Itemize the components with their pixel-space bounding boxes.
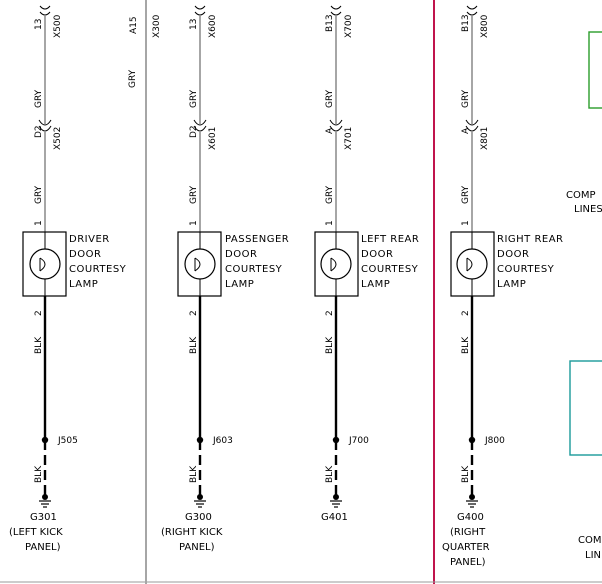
location-line-2: PANEL): [25, 542, 61, 553]
circuit-left-rear: B13 X700 GRY A X701 GRY 1 LEFT REAR DOOR…: [314, 5, 419, 523]
location-line-1: (RIGHT: [450, 527, 486, 538]
location-line-2: PANEL): [179, 542, 215, 553]
ground-icon: [39, 494, 51, 508]
top-connector: X500: [53, 14, 63, 38]
lamp-name-2: DOOR: [361, 249, 393, 260]
location-line-1: (LEFT KICK: [9, 527, 63, 538]
lower-wire-color: BLK: [461, 336, 471, 354]
mid-pin: D2: [189, 125, 199, 138]
courtesy-lamp: [177, 231, 222, 297]
lamp-pin-top: 1: [325, 220, 335, 226]
lamp-name-1: LEFT REAR: [361, 234, 419, 245]
lamp-name-2: DOOR: [225, 249, 257, 260]
top-pin: B13: [461, 14, 471, 32]
courtesy-lamp: [450, 231, 495, 297]
ground-wire-color: BLK: [461, 465, 471, 483]
lamp-name-4: LAMP: [497, 279, 526, 290]
splice-label: J505: [57, 436, 78, 446]
mid-pin: A: [461, 127, 471, 134]
ground-wire-color: BLK: [189, 465, 199, 483]
location-line-2: QUARTER: [442, 542, 490, 553]
ground-label: G400: [457, 512, 484, 523]
component-box-cyan: [569, 360, 602, 456]
top-pin: 13: [189, 19, 199, 30]
mid-wire-color: GRY: [325, 89, 335, 108]
lamp-name-1: PASSENGER: [225, 234, 289, 245]
ground-icon: [194, 494, 206, 508]
top-pin: B13: [325, 14, 335, 32]
lamp-pin-bottom: 2: [34, 310, 44, 316]
ground-icon: [330, 494, 342, 508]
lamp-name-2: DOOR: [497, 249, 529, 260]
lamp-name-4: LAMP: [361, 279, 390, 290]
splice-label: J603: [212, 436, 233, 446]
circuit-driver: 13 X500 GRY D2 X502 GRY 1 DRIVER DOOR CO…: [9, 5, 127, 553]
upper-wire-color: GRY: [325, 185, 335, 204]
side-wire-color: GRY: [128, 69, 138, 88]
circuit-passenger: 13 X600 GRY D2 X601 GRY 1 PASSENGER DOOR…: [161, 5, 289, 553]
mid-wire-color: GRY: [34, 89, 44, 108]
mid-wire-color: GRY: [461, 89, 471, 108]
lamp-name-4: LAMP: [225, 279, 254, 290]
side-wire: A15 X300 GRY: [128, 0, 162, 584]
edge-label-lower-1: COM: [578, 535, 601, 546]
lamp-pin-top: 1: [189, 220, 199, 226]
lamp-name-3: COURTESY: [497, 264, 555, 275]
mid-connector: X701: [344, 127, 354, 150]
upper-wire-color: GRY: [461, 185, 471, 204]
lamp-name-3: COURTESY: [69, 264, 127, 275]
side-wire-conn: X300: [152, 14, 162, 38]
ground-label: G300: [185, 512, 212, 523]
lamp-name-3: COURTESY: [361, 264, 419, 275]
lamp-pin-bottom: 2: [461, 310, 471, 316]
location-line-1: (RIGHT KICK: [161, 527, 223, 538]
upper-wire-color: GRY: [34, 185, 44, 204]
edge-label-lower-2: LIN: [585, 550, 601, 561]
mid-connector: X502: [53, 127, 63, 150]
edge-label-upper-2: LINES: [574, 204, 602, 215]
circuit-right-rear: B13 X800 GRY A X801 GRY 1 RIGHT REAR DOO…: [442, 5, 564, 568]
edge-label-upper-1: COMP: [566, 190, 596, 201]
mid-wire-color: GRY: [189, 89, 199, 108]
splice-label: J700: [348, 436, 369, 446]
lamp-name-1: DRIVER: [69, 234, 110, 245]
ground-label: G301: [30, 512, 57, 523]
mid-pin: D2: [34, 125, 44, 138]
mid-connector: X601: [208, 127, 218, 150]
lower-wire-color: BLK: [34, 336, 44, 354]
ground-wire-color: BLK: [34, 465, 44, 483]
lamp-name-3: COURTESY: [225, 264, 283, 275]
courtesy-lamp: [314, 231, 359, 297]
upper-wire-color: GRY: [189, 185, 199, 204]
ground-icon: [466, 494, 478, 508]
mid-pin: A: [325, 127, 335, 134]
lamp-name-2: DOOR: [69, 249, 101, 260]
lamp-pin-top: 1: [34, 220, 44, 226]
lamp-pin-bottom: 2: [189, 310, 199, 316]
component-box-green: [588, 31, 602, 109]
mid-connector: X801: [480, 127, 490, 150]
top-connector: X700: [344, 14, 354, 38]
top-connector: X800: [480, 14, 490, 38]
courtesy-lamp: [22, 231, 67, 297]
lower-wire-color: BLK: [325, 336, 335, 354]
ground-wire-color: BLK: [325, 465, 335, 483]
top-connector: X600: [208, 14, 218, 38]
location-line-3: PANEL): [450, 557, 486, 568]
splice-label: J800: [484, 436, 505, 446]
lamp-name-1: RIGHT REAR: [497, 234, 564, 245]
lamp-pin-bottom: 2: [325, 310, 335, 316]
lower-wire-color: BLK: [189, 336, 199, 354]
lamp-pin-top: 1: [461, 220, 471, 226]
right-edge-components: COMP LINES COM LIN: [566, 31, 602, 561]
lamp-name-4: LAMP: [69, 279, 98, 290]
ground-label: G401: [321, 512, 348, 523]
side-wire-pin: A15: [129, 16, 139, 34]
top-pin: 13: [34, 19, 44, 30]
